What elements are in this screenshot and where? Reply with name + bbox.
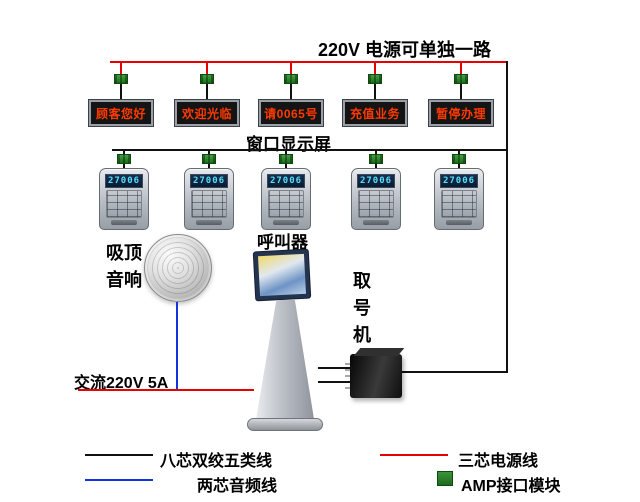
caller-caption: 呼叫器: [257, 233, 308, 252]
caller-terminal: 27006: [351, 168, 401, 230]
display-text: 请0065号: [264, 106, 318, 121]
caller-terminal: 27006: [261, 168, 311, 230]
connector-stem: [290, 84, 292, 100]
legend-power-line-label: 三芯电源线: [458, 453, 539, 470]
data-drop-line: [375, 149, 377, 155]
power-feed-line: [78, 389, 254, 391]
legend-power-line-swatch: [380, 454, 448, 456]
amp-connector-icon: [117, 154, 131, 164]
caller-screen-digits: 27006: [107, 176, 141, 186]
display-text: 欢迎光临: [181, 106, 232, 121]
caller-screen-digits: 27006: [192, 176, 226, 186]
connector-stem: [458, 164, 460, 169]
kiosk-label: 取号机: [353, 271, 371, 345]
caller-keypad: [358, 190, 394, 218]
amp-connector-icon: [200, 74, 214, 84]
kiosk-amp-line: [318, 381, 352, 383]
caller-keypad: [268, 190, 304, 218]
caller-foot: [196, 220, 222, 225]
connector-stem: [460, 84, 462, 100]
caller-terminal: 27006: [99, 168, 149, 230]
right-trunk-line: [506, 61, 508, 373]
caller-foot: [363, 220, 389, 225]
window-display: 请0065号: [258, 99, 324, 127]
amp-connector-icon: [452, 154, 466, 164]
legend-audio-line-label: 两芯音频线: [197, 478, 278, 495]
display-text: 暂停办理: [435, 106, 486, 121]
display-text: 充值业务: [349, 106, 400, 121]
caller-screen: 27006: [440, 174, 478, 188]
caller-foot: [446, 220, 472, 225]
legend-amp-module-label: AMP接口模块: [461, 478, 561, 495]
caller-keypad: [106, 190, 142, 218]
caller-keypad: [441, 190, 477, 218]
data-bus-line: [112, 149, 508, 151]
kiosk-screen: [252, 248, 312, 302]
kiosk-body: [255, 300, 315, 420]
window-display-caption: 窗口显示屏: [246, 135, 331, 154]
connector-stem: [374, 84, 376, 100]
amp-connector-icon: [114, 74, 128, 84]
caller-keypad: [191, 190, 227, 218]
power-bus-label: 220V 电源可单独一路: [318, 40, 492, 60]
amp-trunk-line: [400, 371, 508, 373]
legend-data-line-swatch: [85, 454, 153, 456]
connector-stem: [120, 84, 122, 100]
connector-stem: [123, 164, 125, 169]
caller-foot: [273, 220, 299, 225]
caller-screen: 27006: [357, 174, 395, 188]
window-display: 欢迎光临: [174, 99, 240, 127]
legend-data-line-label: 八芯双绞五类线: [160, 453, 273, 470]
caller-screen-digits: 27006: [442, 176, 476, 186]
connector-stem: [375, 164, 377, 169]
power-drop-line: [460, 61, 462, 75]
audio-line: [176, 302, 178, 390]
amp-connector-icon: [279, 154, 293, 164]
kiosk-base: [247, 418, 323, 431]
data-drop-line: [123, 149, 125, 155]
amp-connector-icon: [368, 74, 382, 84]
caller-terminal: 27006: [434, 168, 484, 230]
amp-interface-module: [345, 354, 402, 398]
window-display: 充值业务: [342, 99, 408, 127]
window-display: 暂停办理: [428, 99, 494, 127]
power-drop-line: [374, 61, 376, 75]
amp-connector-icon: [202, 154, 216, 164]
power-feed-label: 交流220V 5A: [74, 375, 169, 392]
caller-screen-digits: 27006: [359, 176, 393, 186]
ticket-kiosk: [246, 248, 324, 432]
connector-stem: [208, 164, 210, 169]
kiosk-amp-line: [318, 367, 352, 369]
power-drop-line: [290, 61, 292, 75]
power-drop-line: [206, 61, 208, 75]
speaker-label: 吸顶音响: [106, 243, 142, 290]
caller-screen-digits: 27006: [269, 176, 303, 186]
caller-screen: 27006: [267, 174, 305, 188]
caller-foot: [111, 220, 137, 225]
legend-amp-module-swatch: [437, 471, 453, 486]
legend-audio-line-swatch: [85, 479, 153, 481]
caller-terminal: 27006: [184, 168, 234, 230]
power-drop-line: [120, 61, 122, 75]
caller-screen: 27006: [105, 174, 143, 188]
connector-stem: [285, 164, 287, 169]
data-drop-line: [458, 149, 460, 155]
data-drop-line: [285, 149, 287, 155]
amp-connector-icon: [369, 154, 383, 164]
window-display: 顾客您好: [88, 99, 154, 127]
caller-screen: 27006: [190, 174, 228, 188]
data-drop-line: [208, 149, 210, 155]
amp-connector-icon: [284, 74, 298, 84]
display-text: 顾客您好: [95, 106, 146, 121]
amp-connector-icon: [454, 74, 468, 84]
power-bus-line: [110, 61, 508, 63]
connector-stem: [206, 84, 208, 100]
kiosk-screen-content: [257, 253, 307, 297]
ceiling-speaker: [144, 234, 212, 302]
